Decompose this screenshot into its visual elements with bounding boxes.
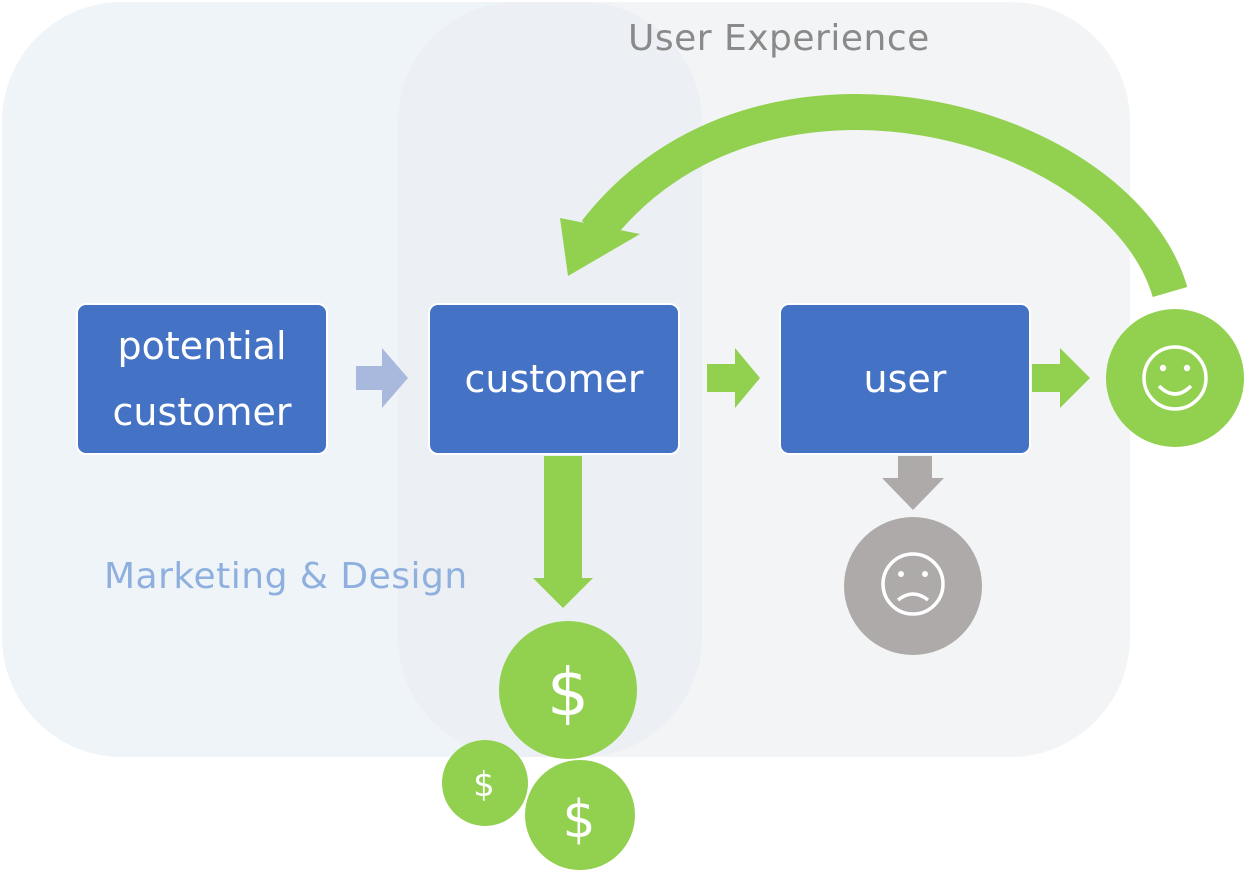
potential-customer-label-line1: potential <box>117 323 287 368</box>
money-circle-small <box>442 740 528 826</box>
customer-label: customer <box>464 356 644 401</box>
sad-outcome-circle <box>844 517 982 655</box>
money-circle-large <box>499 621 637 759</box>
arrow-customer-to-user <box>707 348 760 408</box>
user-experience-label: User Experience <box>628 18 930 59</box>
money-circle-medium <box>525 760 635 870</box>
dollar-symbol-medium: $ <box>562 790 595 850</box>
smiley-face-icon <box>1142 345 1208 411</box>
customer-box: customer <box>428 303 680 455</box>
return-arrow-curve <box>581 94 1188 298</box>
arrow-user-to-sad <box>882 456 944 510</box>
user-label: user <box>863 356 947 401</box>
potential-customer-label-line2: customer <box>112 390 292 434</box>
return-arrow-head <box>560 218 640 276</box>
dollar-symbol-large: $ <box>547 654 589 731</box>
frowning-face-icon <box>881 552 945 616</box>
user-box: user <box>779 303 1031 455</box>
arrow-customer-to-money <box>533 456 593 608</box>
potential-customer-box: potential customer <box>76 303 328 455</box>
marketing-design-label: Marketing & Design <box>104 556 468 597</box>
dollar-symbol-small: $ <box>473 765 495 805</box>
happy-outcome-circle <box>1106 309 1244 447</box>
arrow-potential-to-customer <box>356 348 408 408</box>
arrow-user-to-happy <box>1032 348 1090 408</box>
